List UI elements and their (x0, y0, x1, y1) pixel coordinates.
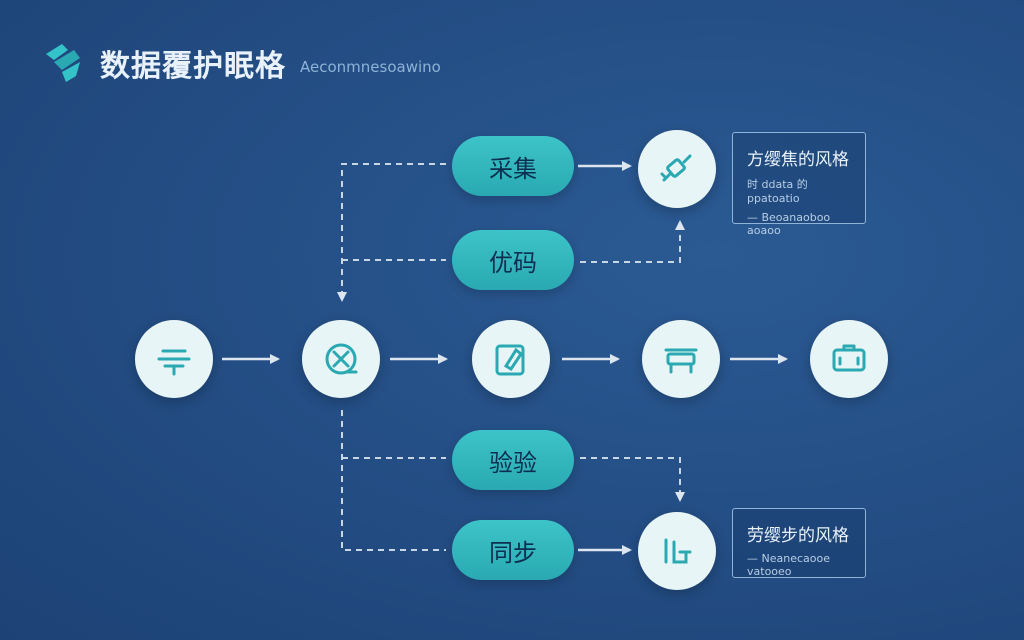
pill-optimize[interactable]: 优码 (452, 230, 574, 290)
package-icon (832, 344, 866, 372)
edit-icon (495, 344, 525, 376)
info-top-line2: — Beoanaoboo aoaoo (747, 211, 831, 237)
info-bottom-line1: — Neanecaooe vatooeo (747, 552, 830, 578)
header: 数据覆护眠格 Aeconmnesoawino (40, 38, 441, 88)
info-box-bottom: 劳缨步的风格 — Neanecaooe vatooeo (732, 508, 866, 578)
pill-collect[interactable]: 采集 (452, 136, 574, 196)
pill-collect-label: 采集 (489, 154, 537, 183)
info-box-top: 方缨焦的风格 时 ddata 的 ppatoatio — Beoanaoboo … (732, 132, 866, 237)
pill-verify-label: 验验 (489, 448, 537, 477)
connector-icon (660, 154, 692, 182)
info-top-line1: 时 ddata 的 ppatoatio (747, 178, 808, 205)
flow-node-edit[interactable] (472, 320, 550, 398)
info-top-title: 方缨焦的风格 (747, 150, 849, 170)
table-icon (664, 348, 698, 374)
input-icon (157, 349, 191, 376)
pill-sync-label: 同步 (489, 538, 537, 567)
branch-dashed-lines (337, 163, 685, 551)
pill-verify[interactable]: 验验 (452, 430, 574, 490)
pill-optimize-label: 优码 (489, 248, 537, 277)
flow-node-input[interactable] (135, 320, 213, 398)
flow-node-package[interactable] (810, 320, 888, 398)
branch-node-sync[interactable] (638, 512, 716, 590)
info-bottom-title: 劳缨步的风格 (747, 526, 849, 546)
process-icon (325, 343, 358, 375)
pill-sync[interactable]: 同步 (452, 520, 574, 580)
logo-icon (46, 44, 80, 82)
page-title: 数据覆护眠格 (100, 49, 286, 84)
branch-node-connector[interactable] (638, 130, 716, 208)
sync-icon (664, 538, 692, 564)
flow-node-table[interactable] (642, 320, 720, 398)
main-flow-arrows (222, 161, 788, 555)
page-subtitle: Aeconmnesoawino (300, 58, 441, 76)
flow-node-process[interactable] (302, 320, 380, 398)
